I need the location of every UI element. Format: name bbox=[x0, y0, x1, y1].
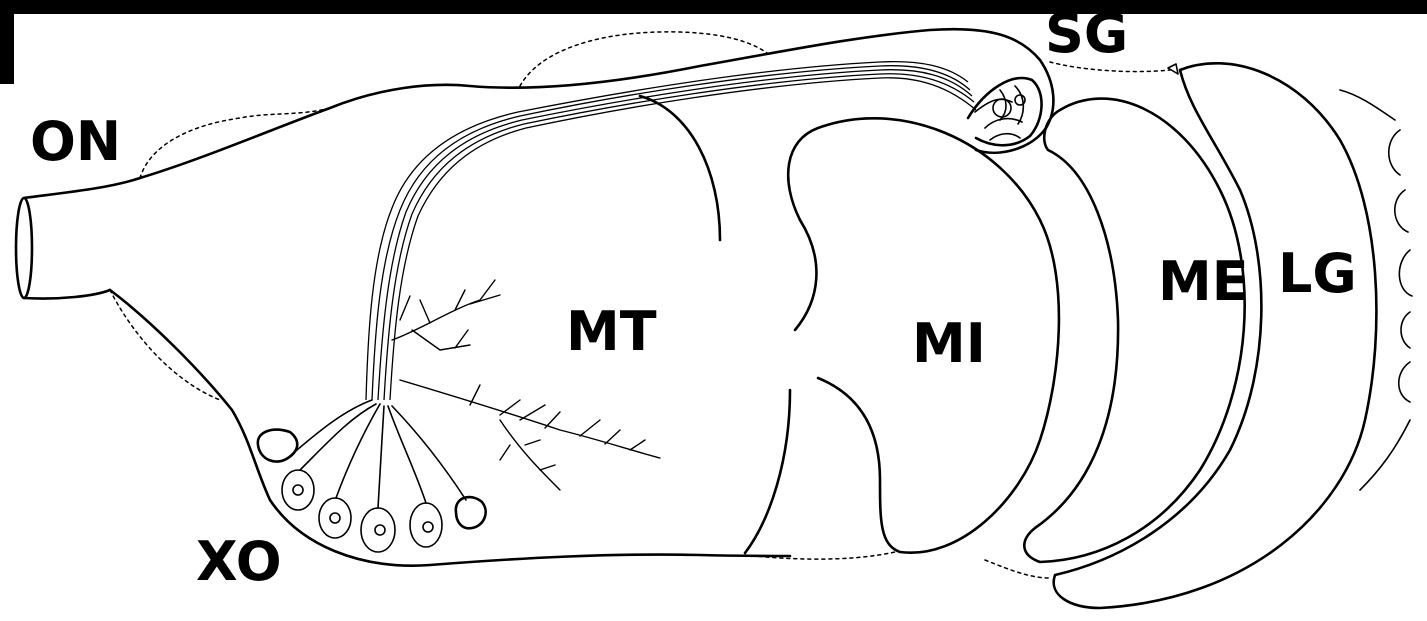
sinus-gland bbox=[968, 78, 1042, 145]
label-lg: LG bbox=[1278, 242, 1357, 305]
optic-nerve-stump bbox=[16, 178, 140, 299]
sheath-dotted-lower bbox=[110, 290, 220, 400]
medulla-terminalis-outline bbox=[640, 96, 790, 553]
label-on: ON bbox=[30, 110, 121, 173]
top-left-corner-block bbox=[0, 0, 14, 84]
eyestalk-upper-outline bbox=[140, 29, 1053, 178]
medulla-externa-outline bbox=[1024, 99, 1244, 562]
lg-tick-left bbox=[1168, 64, 1178, 74]
label-xo: XO bbox=[196, 530, 282, 593]
top-border-bar bbox=[0, 0, 1427, 14]
label-mi: MI bbox=[912, 312, 986, 375]
label-sg: SG bbox=[1045, 2, 1128, 65]
lamina-ganglionaris-outline bbox=[1054, 63, 1377, 608]
eyestalk-lower-outline bbox=[110, 290, 790, 566]
label-mt: MT bbox=[566, 300, 657, 363]
x-organ-cells bbox=[258, 400, 486, 552]
label-me: ME bbox=[1158, 250, 1249, 313]
